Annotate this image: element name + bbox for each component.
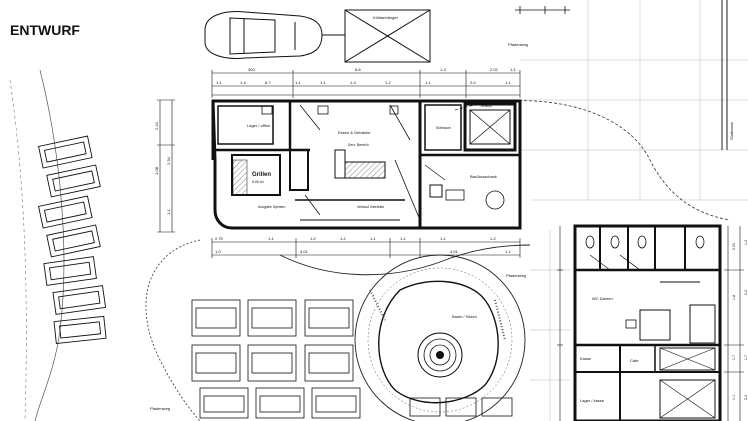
top-dimension-labels: 300 8-6 1-3 2.02 1-1 1-1 1-4 6-7 1-1 1-1… [216,67,517,85]
top-right-marks [515,6,570,14]
dim-top-2: 8-6 [355,67,362,72]
dim-right-1: 2.24 [732,243,736,250]
dim-bot-3: 1-2 [310,236,317,241]
site-boundary-curve [454,100,731,221]
dim-bot2-2: 4.01 [300,249,309,254]
dim-right-2: 1-2 [744,240,748,245]
room-essen: Essen & Getränke [338,130,371,135]
site-gridlines [520,0,748,421]
room-grill: Grillen [252,172,271,178]
dim-right-3: 1-8 [732,295,736,300]
left-terrain-dashed [9,79,27,421]
dim-bot2-1: 1-0 [215,249,222,254]
dim-right-5: 1-7 [732,355,736,360]
terrace-path-curve [279,244,531,276]
room-grill-area: 6.06 m² [252,180,265,184]
room-bar: Bar/Ausschank [470,174,497,179]
room-wc: WC Damen [592,296,613,301]
dim-top-3: 1-3 [440,67,447,72]
room-lager: Lager / kasse [580,398,605,403]
right-dimension-labels: 2.24 1-2 1-8 2-2 1-7 1-7 1-1 2-4 [732,240,748,400]
tree-label: Baum / Sitzen [452,314,477,319]
street-boundary [721,0,728,150]
dim-left-2: 1-08 [154,166,159,175]
trailer-icon [344,9,431,63]
dim-top2-8: 1-1 [425,80,432,85]
dim-bot-1: 2.75 [215,236,224,241]
room-kasse: Kasse [580,356,592,361]
path-label-top: Pfadenweg [508,42,528,47]
tree-seating-area [354,254,526,421]
room-service: Serv. Bereich [348,143,369,147]
dim-bot-6: 1-1 [400,236,407,241]
room-kuehl: Kühlraum [436,126,451,130]
dim-bot-2: 1-1 [268,236,275,241]
site-boundary-left [145,239,201,421]
room-ausgabe-a: Ausgabe Speisen [258,205,285,209]
dim-top2-4: 1-1 [295,80,302,85]
bench-tables [191,299,513,419]
dim-top-1: 300 [248,67,255,72]
dim-top2-3: 6-7 [265,80,272,85]
dim-top2-1: 1-1 [216,80,223,85]
dim-top2-5: 1-1 [320,80,327,85]
main-building [211,99,422,230]
dim-top2-7: 1-2 [385,80,392,85]
right-dimension-lines [557,226,744,421]
room-kuehl2: Tiefkühl [480,104,492,108]
left-dimension-labels: 2.24 1-08 2.34 1-1 [154,121,171,215]
dim-left-1: 2.24 [154,121,159,130]
drawing-title: ENTWURF [10,22,80,38]
dim-bot-8: 1-2 [490,236,497,241]
dim-top2-6: 1-4 [350,80,357,85]
left-tables-column [38,135,107,344]
dim-bot-4: 1-2 [340,236,347,241]
right-wing [418,99,522,230]
dim-top-5: 1-1 [510,67,517,72]
bottom-dimension-labels: 2.75 1-1 1-2 1-2 1-1 1-1 1-1 1-2 1-0 4.0… [215,236,512,254]
path-label-mid: Pfadenweg [506,273,526,278]
dim-left-4: 1-1 [166,208,171,215]
room-lager-office: Lager / office [247,123,271,128]
dim-top2-2: 1-4 [240,80,247,85]
left-terrain-line [34,69,65,421]
dim-right-8: 2-4 [744,395,748,400]
street-label: Südtrasse [729,121,734,140]
left-dimension-lines [157,99,175,233]
dim-bot-7: 1-1 [440,236,447,241]
dim-top2-9: 2-0 [470,80,477,85]
car-icon [204,11,345,59]
dim-top-4: 2.02 [490,67,499,72]
room-ausgabe-b: Verkauf Getränke [357,205,384,209]
room-cafe: Cafe [630,358,639,363]
dim-right-4: 2-2 [744,290,748,295]
dim-right-7: 1-1 [732,395,736,400]
right-service-building [573,224,722,421]
trailer-label: Kühlanhänger [373,15,399,20]
bottom-dimension-lines [211,238,521,258]
dim-left-3: 2.34 [166,156,171,165]
dim-bot2-3: 4.01 [450,249,459,254]
dim-bot2-4: 1-1 [505,249,512,254]
dim-bot-5: 1-1 [370,236,377,241]
dim-top2-10: 1-1 [505,80,512,85]
top-dimension-lines [211,70,521,98]
dim-right-6: 1-7 [744,355,748,360]
path-label-bottom: Pfadenweg [150,406,170,411]
